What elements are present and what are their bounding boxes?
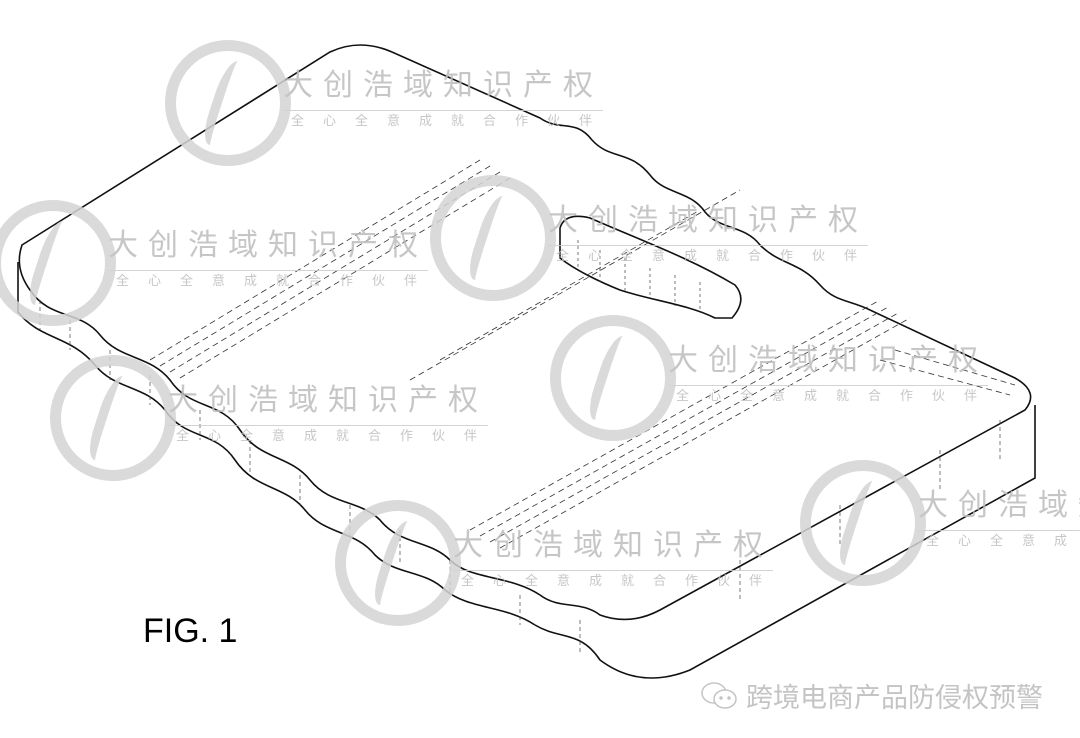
figure-label: FIG. 1 (143, 612, 238, 650)
watermark-logo-icon (0, 200, 116, 326)
watermark-logo-icon (50, 355, 176, 481)
watermark-logo-icon (430, 175, 556, 301)
handle-cutout (559, 215, 742, 319)
watermark-logo-icon (335, 500, 461, 626)
front-side-edge (534, 405, 1036, 679)
watermark-logo-icon (550, 315, 676, 441)
footer-text: 跨境电商产品防侵权预警 (746, 683, 1043, 714)
wechat-icon (701, 681, 737, 709)
footer-account: 跨境电商产品防侵权预警 (700, 676, 1043, 715)
watermark-logo-icon (800, 460, 926, 586)
top-face-outline (18, 44, 1032, 621)
watermark-logo-icon (165, 40, 291, 166)
